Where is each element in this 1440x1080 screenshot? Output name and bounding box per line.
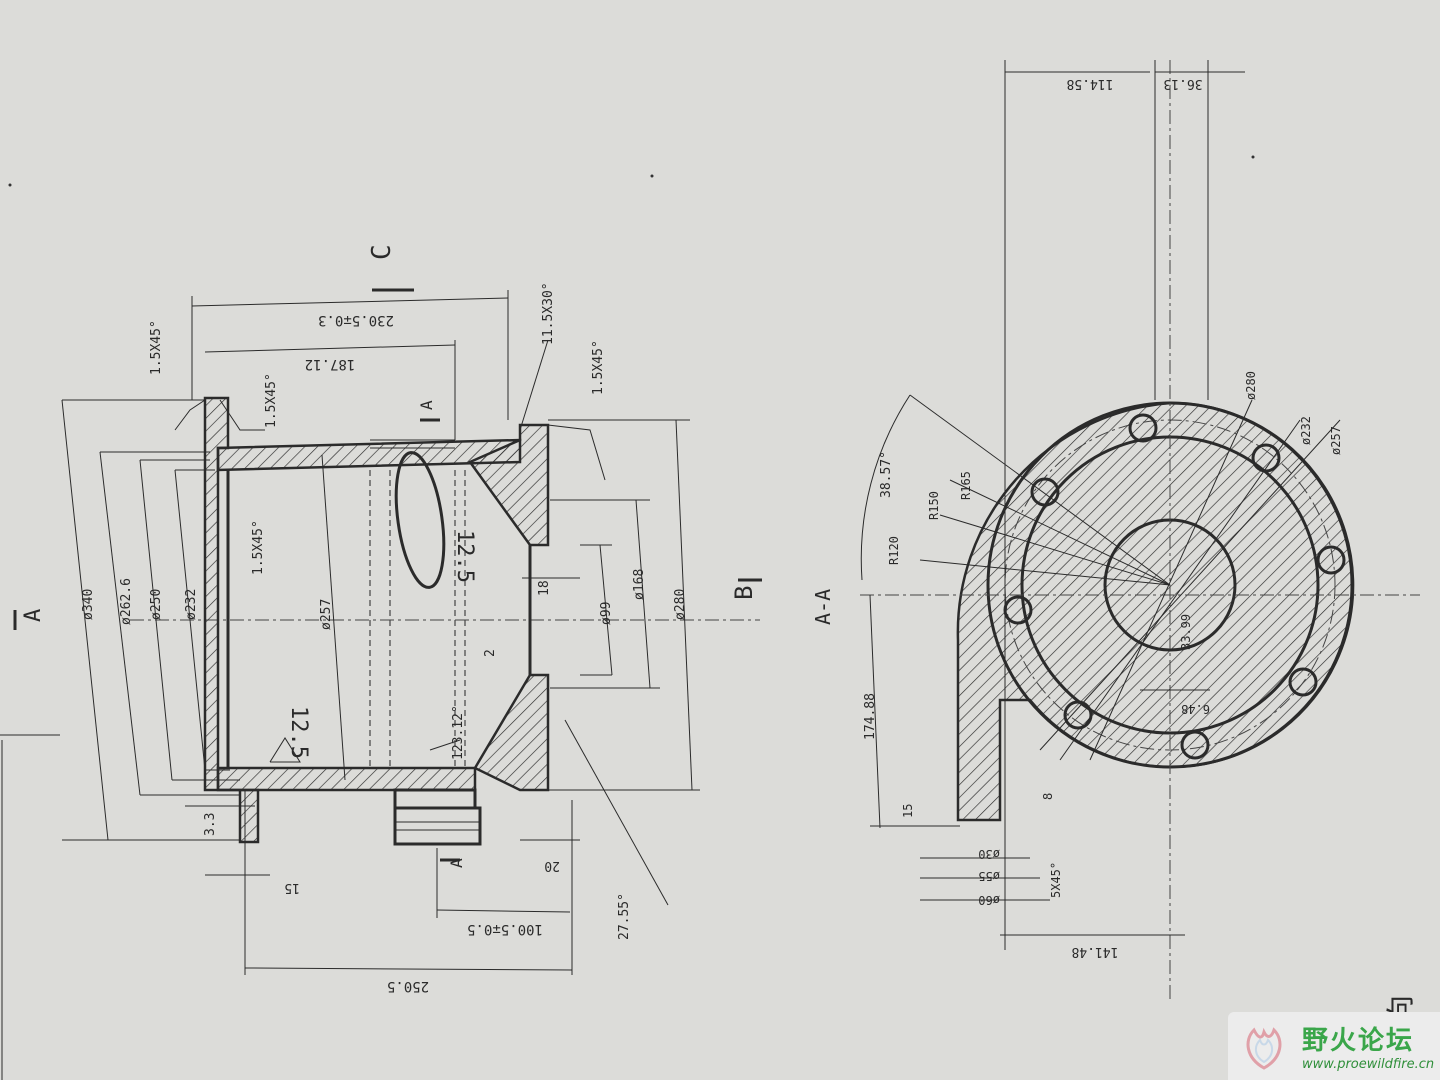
dim-d99: ø99 [599, 602, 614, 625]
watermark: 野火论坛 www.proewildfire.cn [1228, 1012, 1440, 1080]
section-aa-title: A-A [811, 589, 835, 625]
bolt-hole [1128, 413, 1158, 443]
bolt-hole [1063, 700, 1093, 730]
dim-t33: 3.3 [203, 813, 218, 836]
radius-r150: R150 [927, 491, 941, 520]
dim-aa-d280: ø280 [1244, 371, 1258, 400]
speck [1251, 155, 1255, 159]
section-label-c: C [367, 244, 397, 260]
volute-wall [956, 401, 1355, 822]
dim-len100: 100.5∓0.5 [467, 921, 543, 937]
chamfer-3: 1.5X45° [251, 520, 266, 575]
dim-len187: 187.12 [305, 356, 356, 372]
dim-6: 6.48 [1181, 702, 1210, 716]
dim-d232: ø232 [184, 589, 199, 620]
dim-t18: 18 [537, 580, 552, 596]
section-label-b: B [730, 586, 758, 600]
chamfer-4: 1.5X45° [591, 340, 606, 395]
dim-d30: ø30 [978, 847, 1000, 861]
chamfer-1: 1.5X45° [149, 320, 164, 375]
watermark-url: www.proewildfire.cn [1302, 1057, 1435, 1072]
speck [8, 183, 12, 187]
radius-r165: R165 [959, 471, 973, 500]
dim-33: 33.99 [1179, 614, 1193, 650]
side-port-ellipse [394, 451, 446, 589]
dim-aa-d232: ø232 [1299, 416, 1313, 445]
bolt-hole [1288, 667, 1318, 697]
dim-114: 114.58 [1067, 76, 1114, 91]
dim-len250: 250.5 [387, 978, 429, 994]
dim-d250: ø250 [149, 589, 164, 620]
angle-123: 123.12° [451, 705, 466, 760]
chamfer-5: 11.5X30° [541, 282, 556, 345]
bolt-hole [1180, 730, 1210, 760]
angle-38: 38.57° [879, 451, 894, 498]
roughness-1: 12.5 [286, 706, 311, 759]
dim-36: 36.13 [1163, 76, 1202, 91]
dim-t15: 15 [284, 880, 300, 895]
dim-len230: 230.5∓0.3 [318, 312, 394, 328]
dim-d168: ø168 [632, 569, 647, 600]
angle-27: 27.55° [617, 893, 632, 940]
section-aa-view: A-A 38.57° R120 R150 R165 ø28 [811, 60, 1420, 1040]
dim-d262: ø262.6 [119, 578, 134, 625]
dim-174: 174.88 [863, 693, 878, 740]
dim-aa-t8: 8 [1041, 793, 1055, 800]
dim-t20: 20 [544, 858, 560, 873]
body-bottom-wall [216, 766, 477, 792]
watermark-name: 野火论坛 [1302, 1026, 1415, 1056]
section-label-a-left: A [21, 609, 46, 622]
chamfer-aa: 5X45° [1049, 862, 1063, 898]
radius-r120: R120 [887, 536, 901, 565]
bolt-hole [1030, 477, 1060, 507]
speck [650, 174, 654, 178]
dim-t2: 2 [483, 649, 498, 657]
dim-d55: ø55 [978, 869, 1000, 883]
main-view: ø340 ø262.6 ø250 ø232 ø257 ø99 ø168 ø280 [13, 244, 762, 994]
dim-d60: ø60 [978, 893, 1000, 907]
dim-aa-t15: 15 [901, 804, 915, 818]
dim-aa-d257: ø257 [1329, 426, 1343, 455]
dim-d257: ø257 [319, 599, 334, 630]
right-hub-bottom [473, 673, 550, 792]
bottom-nozzle-flange [393, 806, 482, 846]
dim-141: 141.48 [1072, 944, 1119, 959]
dim-d280: ø280 [673, 589, 688, 620]
bolt-hole [1251, 443, 1281, 473]
roughness-2: 12.5 [452, 530, 477, 583]
dim-d340: ø340 [81, 589, 96, 620]
chamfer-2: 1.5X45° [264, 373, 279, 428]
section-label-a-top: A [417, 400, 436, 410]
section-label-a-bottom: A [447, 858, 466, 868]
flame-logo-icon [1246, 1027, 1282, 1070]
bolt-hole [1316, 545, 1346, 575]
